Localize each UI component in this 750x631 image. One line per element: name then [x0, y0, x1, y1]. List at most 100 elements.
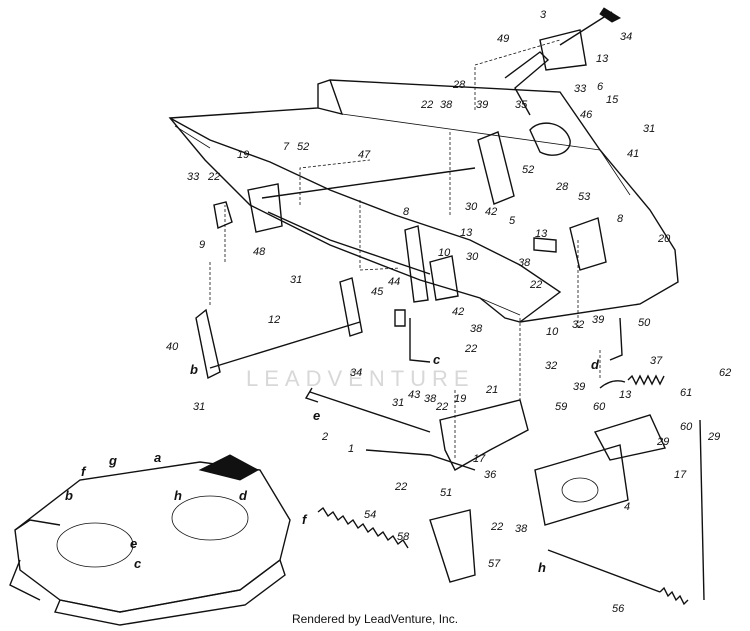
- mower-deck: [9, 454, 291, 626]
- hanger-assembly: [394, 225, 459, 327]
- part-label-29b: 29: [656, 436, 669, 448]
- part-label-53: 53: [578, 191, 591, 203]
- letter-label-b: b: [65, 488, 73, 503]
- part-label-41: 41: [627, 148, 639, 160]
- part-label-22b: 22: [207, 171, 220, 183]
- part-label-45: 45: [371, 286, 384, 298]
- part-label-58: 58: [397, 531, 410, 543]
- part-label-22g: 22: [490, 521, 503, 533]
- letter-label-c: c: [134, 556, 142, 571]
- part-label-38a: 38: [440, 99, 453, 111]
- part-label-5: 5: [509, 215, 516, 227]
- part-label-31d: 31: [392, 397, 404, 409]
- mower-frame: [168, 79, 679, 323]
- lift-handle: [504, 7, 622, 116]
- part-label-8b: 8: [617, 213, 624, 225]
- rod-47: [261, 167, 476, 199]
- part-label-7: 7: [283, 141, 290, 153]
- part-label-13c: 13: [460, 227, 473, 239]
- part-label-62: 62: [719, 367, 731, 379]
- part-label-50: 50: [638, 317, 651, 329]
- part-label-38c: 38: [470, 323, 483, 335]
- letter-label-f: f: [81, 464, 87, 479]
- part-label-39a: 39: [476, 99, 488, 111]
- letter-label-d: d: [239, 488, 248, 503]
- part-label-19a: 19: [237, 149, 249, 161]
- part-label-57: 57: [488, 558, 501, 570]
- part-label-6: 6: [597, 81, 604, 93]
- part-label-10a: 10: [438, 247, 451, 259]
- part-label-35: 35: [515, 99, 528, 111]
- part-label-30a: 30: [465, 201, 478, 213]
- part-label-13b: 13: [535, 228, 548, 240]
- rod-12: [209, 321, 361, 369]
- part-label-46: 46: [580, 109, 593, 121]
- part-label-40: 40: [166, 341, 179, 353]
- part-label-31b: 31: [290, 274, 302, 286]
- letter-label-g: g: [108, 453, 117, 468]
- brackets: [213, 122, 607, 271]
- part-label-30b: 30: [466, 251, 479, 263]
- letter-label-h2: h: [538, 560, 546, 575]
- part-label-31a: 31: [643, 123, 655, 135]
- part-label-28b: 28: [555, 181, 569, 193]
- part-label-54: 54: [364, 509, 376, 521]
- part-label-29a: 29: [707, 431, 720, 443]
- part-label-37: 37: [650, 355, 663, 367]
- rod-1: [365, 449, 476, 471]
- part-label-60b: 60: [680, 421, 693, 433]
- letter-label-a: a: [154, 450, 161, 465]
- part-label-32b: 32: [545, 360, 557, 372]
- rod-2: [309, 391, 431, 433]
- part-label-12: 12: [268, 314, 280, 326]
- part-label-47: 47: [358, 149, 371, 161]
- part-label-39b: 39: [592, 314, 604, 326]
- rod-e: [304, 387, 319, 403]
- rod-c: [409, 318, 431, 363]
- part-label-22e: 22: [435, 401, 448, 413]
- part-label-38e: 38: [515, 523, 528, 535]
- letter-label-e2: e: [313, 408, 320, 423]
- part-label-51: 51: [440, 487, 452, 499]
- part-label-38d: 38: [424, 393, 437, 405]
- watermark-text: LEADVENTURE: [246, 366, 475, 391]
- side-links: [195, 277, 363, 380]
- part-label-52a: 52: [297, 141, 309, 153]
- part-label-42b: 42: [452, 306, 464, 318]
- part-label-56: 56: [612, 603, 625, 615]
- part-label-13a: 13: [596, 53, 609, 65]
- rod-48: [267, 211, 431, 275]
- part-label-4: 4: [624, 501, 630, 513]
- part-label-21: 21: [485, 384, 498, 396]
- part-label-22a: 22: [420, 99, 433, 111]
- part-label-52b: 52: [522, 164, 534, 176]
- part-label-61: 61: [680, 387, 692, 399]
- part-label-39c: 39: [573, 381, 585, 393]
- part-label-22f: 22: [394, 481, 407, 493]
- part-label-28a: 28: [452, 79, 466, 91]
- part-label-34a: 34: [620, 31, 632, 43]
- part-label-31c: 31: [193, 401, 205, 413]
- part-label-9: 9: [199, 239, 205, 251]
- part-label-13d: 13: [619, 389, 632, 401]
- part-label-42a: 42: [485, 206, 497, 218]
- letter-label-c2: c: [433, 352, 441, 367]
- linkage-rods: [209, 167, 623, 471]
- part-label-59: 59: [555, 401, 567, 413]
- part-label-48: 48: [253, 246, 266, 258]
- part-label-33b: 33: [187, 171, 200, 183]
- part-label-17b: 17: [674, 469, 687, 481]
- letter-label-b2: b: [190, 362, 198, 377]
- letter-label-e: e: [130, 536, 137, 551]
- part-label-34b: 34: [350, 367, 362, 379]
- part-label-43: 43: [408, 389, 421, 401]
- part-label-22d: 22: [464, 343, 477, 355]
- letter-label-f2: f: [302, 512, 308, 527]
- part-label-10b: 10: [546, 326, 559, 338]
- part-label-22c: 22: [529, 279, 542, 291]
- rod-50: [609, 317, 623, 361]
- footer-credit: Rendered by LeadVenture, Inc.: [291, 612, 459, 626]
- idler-bracket: [429, 399, 666, 583]
